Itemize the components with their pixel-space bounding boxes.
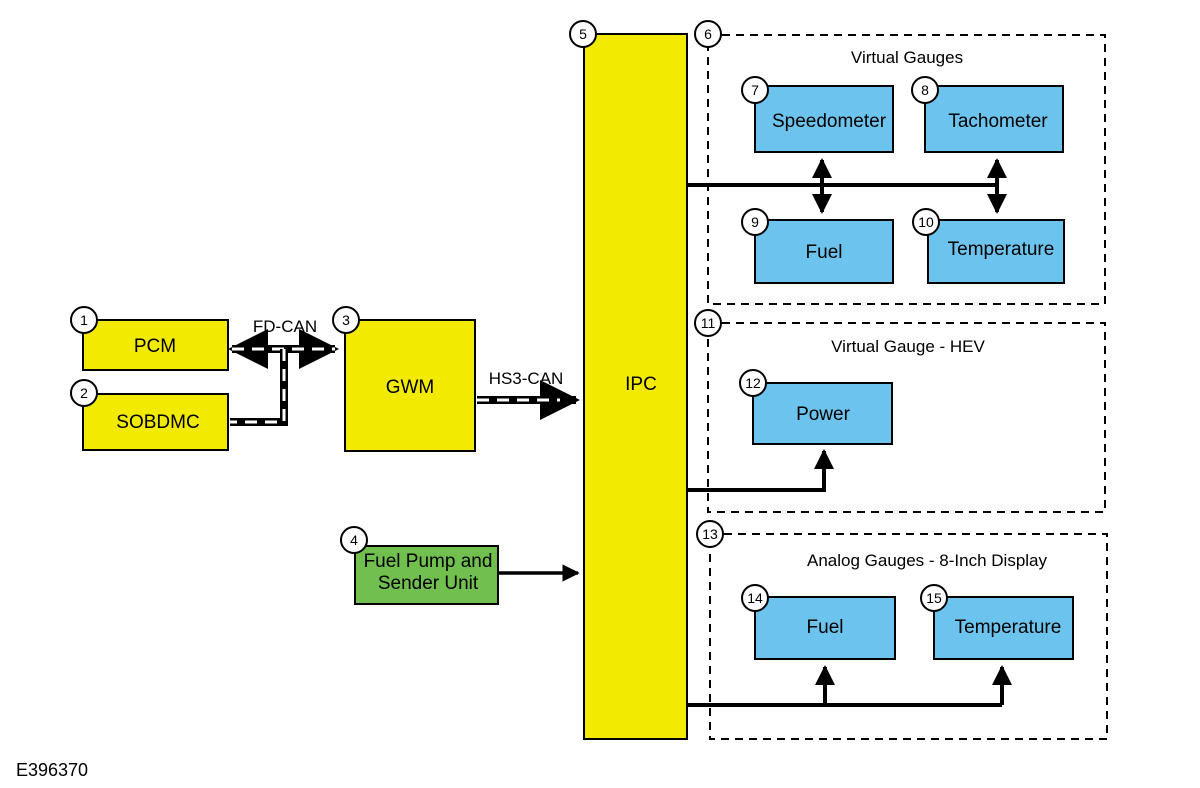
sobdmc-box — [82, 393, 229, 451]
callout-14: 14 — [741, 584, 769, 612]
callout-number: 6 — [704, 26, 712, 42]
vg-temperature-label: Temperature — [948, 239, 1055, 260]
callout-number: 9 — [751, 214, 759, 230]
vg-fuel-label: Fuel — [806, 242, 843, 263]
callout-8: 8 — [911, 76, 939, 104]
callout-9: 9 — [741, 208, 769, 236]
hs3-can-label: HS3-CAN — [489, 369, 564, 388]
ag-fuel-box — [754, 596, 896, 660]
ag-temperature-label: Temperature — [955, 617, 1062, 638]
pcm-label: PCM — [134, 336, 176, 357]
callout-number: 3 — [342, 312, 350, 328]
tachometer-box — [924, 85, 1064, 153]
vg-temperature-box — [927, 219, 1065, 284]
virtual-gauge-hev-group — [707, 322, 1106, 513]
callout-number: 2 — [80, 385, 88, 401]
analog-gauges-group — [709, 533, 1108, 740]
virtual-gauge-hev-title: Virtual Gauge - HEV — [831, 337, 985, 356]
callout-number: 10 — [918, 214, 934, 230]
virtual-gauges-group — [707, 34, 1106, 305]
speedometer-box — [754, 85, 894, 153]
callout-11: 11 — [694, 309, 722, 337]
callout-7: 7 — [741, 76, 769, 104]
virtual-gauges-connector — [687, 158, 1007, 214]
ipc-box — [583, 33, 688, 740]
tachometer-label: Tachometer — [948, 111, 1048, 132]
vg-fuel-box — [754, 219, 894, 284]
power-label: Power — [796, 404, 851, 425]
callout-10: 10 — [912, 208, 940, 236]
fuel-pump-label-line2: Sender Unit — [378, 573, 479, 594]
virtual-gauges-title: Virtual Gauges — [851, 48, 963, 67]
callout-4: 4 — [340, 526, 368, 554]
pcm-box — [82, 319, 229, 371]
callout-5: 5 — [569, 20, 597, 48]
speedometer-label: Speedometer — [772, 111, 887, 132]
callout-number: 15 — [926, 590, 942, 606]
analog-gauges-connector — [687, 665, 1012, 707]
power-box — [752, 382, 893, 445]
callout-15: 15 — [920, 584, 948, 612]
callout-13: 13 — [696, 520, 724, 548]
fd-can-label: FD-CAN — [253, 317, 317, 336]
callout-number: 7 — [751, 82, 759, 98]
gwm-box — [344, 319, 476, 452]
ipc-label: IPC — [625, 374, 657, 395]
callout-number: 12 — [745, 375, 761, 391]
callout-3: 3 — [332, 306, 360, 334]
analog-gauges-title: Analog Gauges - 8-Inch Display — [807, 551, 1048, 570]
callout-number: 8 — [921, 82, 929, 98]
power-connector — [687, 449, 834, 492]
callout-12: 12 — [739, 369, 767, 397]
callout-1: 1 — [70, 306, 98, 334]
figure-id: E396370 — [16, 760, 88, 780]
ag-fuel-label: Fuel — [807, 617, 844, 638]
callout-number: 11 — [701, 315, 716, 331]
fuel-pump-box — [354, 545, 499, 605]
gwm-label: GWM — [386, 377, 435, 398]
callout-6: 6 — [694, 20, 722, 48]
callout-number: 13 — [702, 526, 718, 542]
callout-number: 5 — [579, 26, 587, 42]
sobdmc-label: SOBDMC — [116, 412, 199, 433]
fd-can-bus — [228, 329, 339, 426]
callout-number: 1 — [80, 312, 88, 328]
callout-number: 14 — [747, 590, 763, 606]
ag-temperature-box — [933, 596, 1074, 660]
callout-2: 2 — [70, 379, 98, 407]
fuel-pump-label-line1: Fuel Pump and — [364, 551, 493, 572]
callout-number: 4 — [350, 532, 358, 548]
